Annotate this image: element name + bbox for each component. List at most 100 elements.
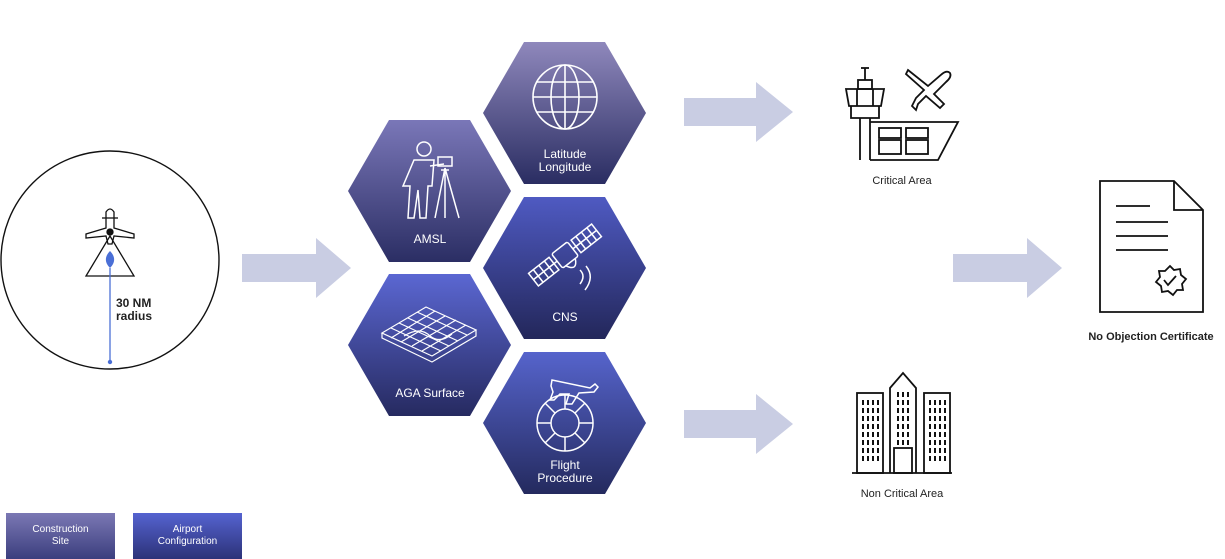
building-window	[877, 400, 879, 405]
building-window	[877, 432, 879, 437]
legend-airport-line1: Airport	[172, 524, 203, 535]
building-window	[934, 424, 936, 429]
airplane-icon	[85, 208, 135, 245]
building-window	[897, 440, 899, 445]
arrow-site-to-hex	[242, 238, 351, 298]
legend-airport-line2: Configuration	[157, 536, 218, 547]
building-window	[934, 400, 936, 405]
legend-airport: Airport Configuration	[133, 513, 242, 559]
building-window	[872, 408, 874, 413]
building-window	[939, 432, 941, 437]
building-window	[867, 432, 869, 437]
arrow-to-noncritical	[684, 394, 793, 454]
building-window	[867, 440, 869, 445]
building-window	[867, 424, 869, 429]
building-window	[907, 408, 909, 413]
building-window	[897, 392, 899, 397]
building-windows	[862, 392, 946, 461]
hex-label-aga: AGA Surface	[395, 386, 465, 400]
terrain-grid-icon	[380, 306, 478, 363]
hex-flight-procedure	[483, 352, 646, 494]
building-window	[867, 448, 869, 453]
building-window	[877, 456, 879, 461]
building-window	[867, 400, 869, 405]
building-window	[929, 416, 931, 421]
radius-label-line1: 30 NM	[116, 296, 152, 310]
legend-construction-swatch	[6, 513, 115, 559]
building-window	[877, 440, 879, 445]
building-window	[907, 424, 909, 429]
building-window	[862, 424, 864, 429]
building-window	[897, 424, 899, 429]
globe-icon	[532, 64, 598, 130]
building-window	[862, 456, 864, 461]
building-window	[939, 440, 941, 445]
building-window	[907, 392, 909, 397]
building-window	[907, 440, 909, 445]
building-window	[929, 424, 931, 429]
hex-label-cns: CNS	[552, 310, 578, 324]
building-window	[939, 448, 941, 453]
building-window	[862, 416, 864, 421]
building-window	[902, 424, 904, 429]
building-window	[944, 448, 946, 453]
surveyor-icon	[401, 141, 460, 219]
building-window	[939, 400, 941, 405]
building-window	[902, 408, 904, 413]
building-window	[867, 456, 869, 461]
noc-label: No Objection Certificate	[1088, 331, 1214, 343]
hex-label-amsl: AMSL	[413, 232, 447, 246]
radius-line	[107, 268, 113, 365]
building-window	[934, 416, 936, 421]
hex-cns	[483, 197, 646, 339]
flight-procedure-icon	[536, 379, 600, 452]
building-window	[902, 432, 904, 437]
building-window	[934, 440, 936, 445]
building-window	[929, 456, 931, 461]
building-window	[902, 392, 904, 397]
building-window	[862, 400, 864, 405]
building-window	[897, 416, 899, 421]
building-window	[867, 416, 869, 421]
radius-label-line2: radius	[116, 309, 153, 323]
building-window	[944, 416, 946, 421]
building-window	[944, 440, 946, 445]
building-window	[944, 424, 946, 429]
building-window	[872, 400, 874, 405]
building-window	[934, 448, 936, 453]
non-critical-area-label: Non Critical Area	[860, 488, 944, 500]
building-window	[939, 456, 941, 461]
building-window	[872, 416, 874, 421]
hex-label-latlon: Latitude Longitude	[515, 148, 615, 174]
building-window	[929, 400, 931, 405]
arrow-to-critical	[684, 82, 793, 142]
building-window	[877, 448, 879, 453]
building-window	[877, 424, 879, 429]
building-window	[939, 408, 941, 413]
building-window	[897, 432, 899, 437]
arrow-to-noc	[953, 238, 1062, 298]
building-window	[897, 400, 899, 405]
building-window	[902, 416, 904, 421]
building-window	[934, 432, 936, 437]
building-window	[939, 416, 941, 421]
building-window	[907, 432, 909, 437]
building-window	[872, 424, 874, 429]
building-window	[929, 448, 931, 453]
legend-airport-swatch	[133, 513, 242, 559]
building-window	[929, 408, 931, 413]
building-window	[929, 432, 931, 437]
hex-aga-surface	[348, 274, 511, 416]
building-window	[907, 416, 909, 421]
certificate-icon	[1099, 180, 1204, 313]
building-window	[872, 440, 874, 445]
legend-construction-line1: Construction	[32, 524, 89, 535]
building-window	[944, 456, 946, 461]
building-window	[934, 456, 936, 461]
satellite-icon	[527, 223, 603, 291]
building-window	[939, 424, 941, 429]
building-window	[907, 400, 909, 405]
buildings-icon	[852, 371, 952, 474]
building-window	[872, 456, 874, 461]
